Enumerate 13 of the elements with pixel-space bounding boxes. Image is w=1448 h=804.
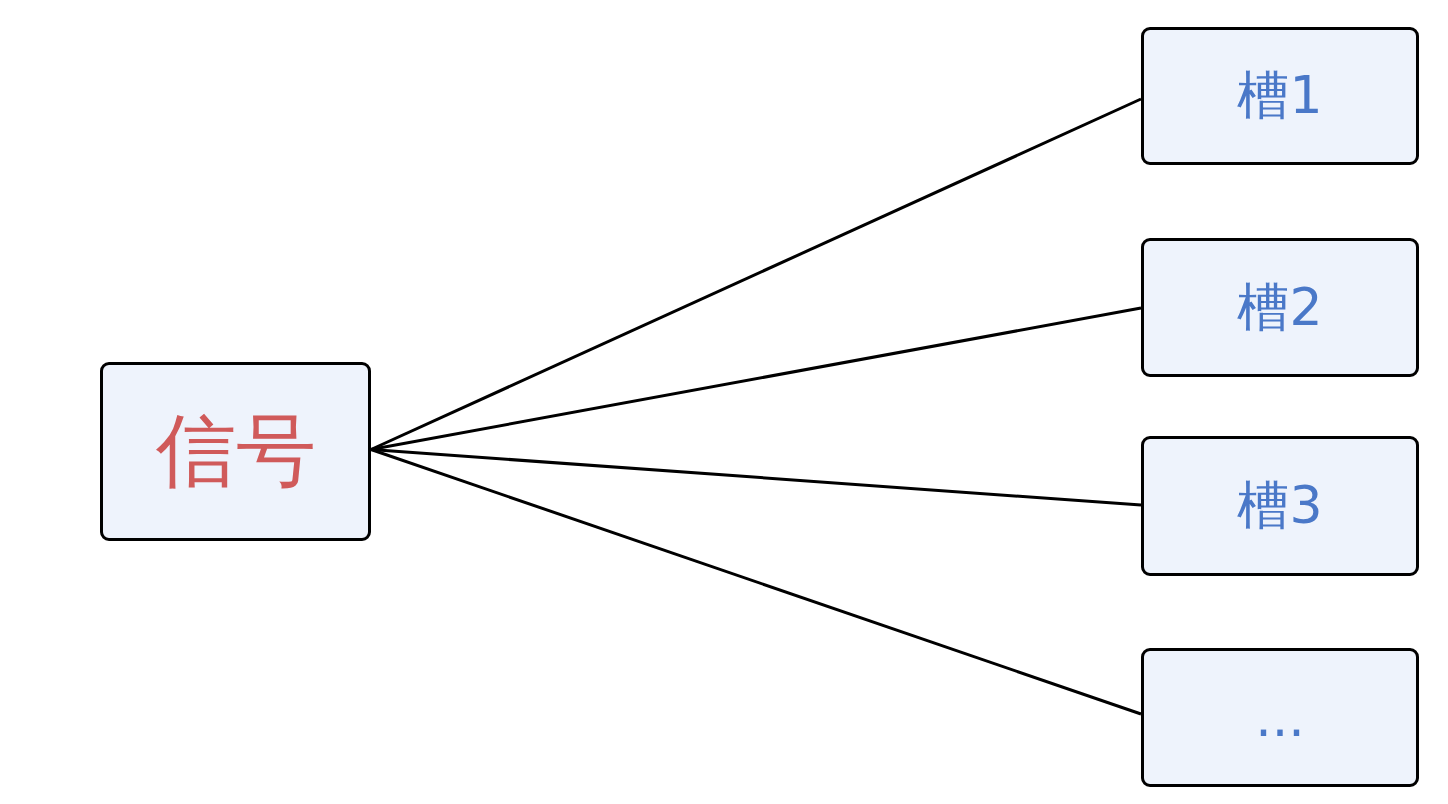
connector-line: [370, 448, 1142, 716]
connector-line: [370, 97, 1142, 451]
slot-box: [1141, 436, 1419, 576]
signal-box: [100, 362, 371, 541]
slot-box: [1141, 27, 1419, 165]
slot-box: [1141, 238, 1419, 377]
box-label: 槽3: [1237, 474, 1323, 537]
box-label: 信号: [155, 402, 316, 499]
box-label: 槽1: [1237, 64, 1323, 127]
slot-box: [1141, 648, 1419, 787]
box-label: ...: [1255, 687, 1305, 748]
box-label: 槽2: [1237, 275, 1323, 339]
connector-line: [370, 448, 1142, 507]
